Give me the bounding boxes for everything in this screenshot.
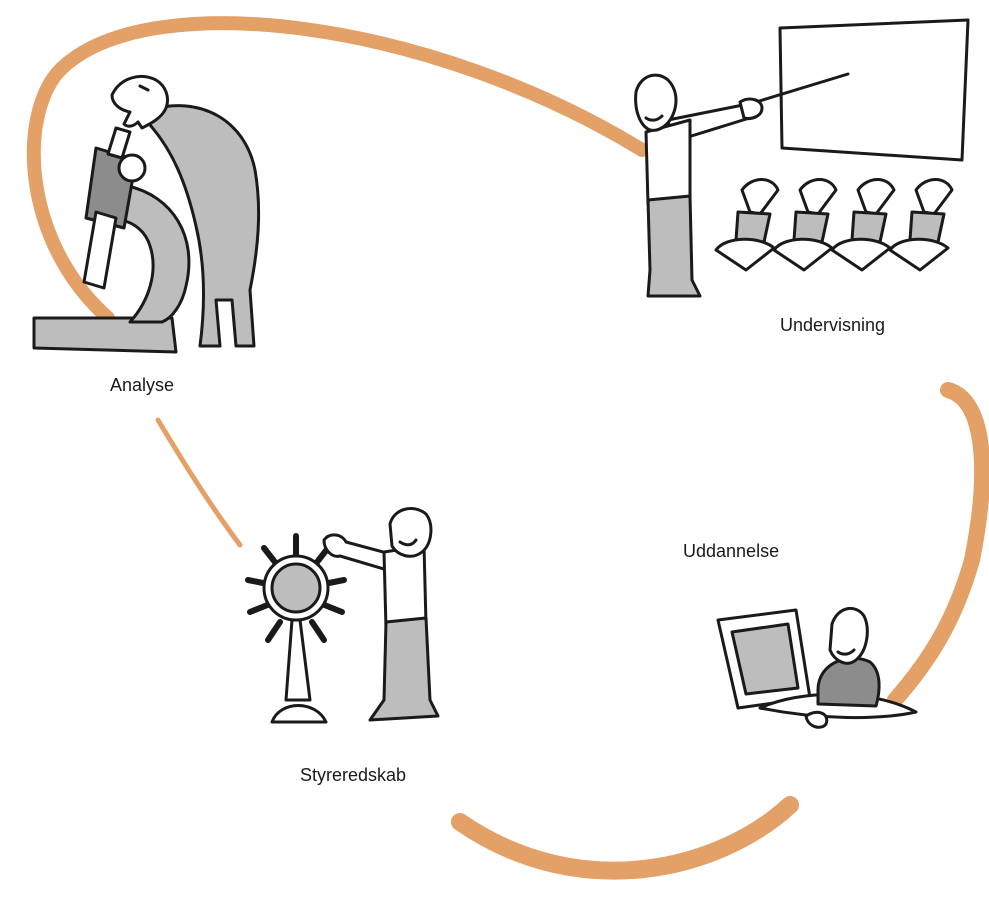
teacher-whiteboard-audience-icon (634, 18, 970, 298)
audience (714, 178, 954, 272)
arc-uddannelse-to-styreredskab (451, 796, 799, 880)
person-steering-wheel-icon (245, 507, 440, 724)
cycle-arcs (26, 16, 989, 880)
label-styreredskab: Styreredskab (300, 765, 407, 785)
wheel-spokes (245, 533, 347, 643)
label-undervisning: Undervisning (780, 315, 886, 335)
arc-undervisning-to-uddannelse (887, 382, 989, 708)
arc-styreredskab-to-analyse (155, 417, 243, 548)
label-analyse: Analyse (110, 375, 175, 395)
label-uddannelse: Uddannelse (683, 541, 780, 561)
arc-analyse-to-undervisning (26, 16, 649, 325)
person-at-computer-icon (716, 607, 918, 729)
microscope-scientist-icon (32, 75, 261, 354)
